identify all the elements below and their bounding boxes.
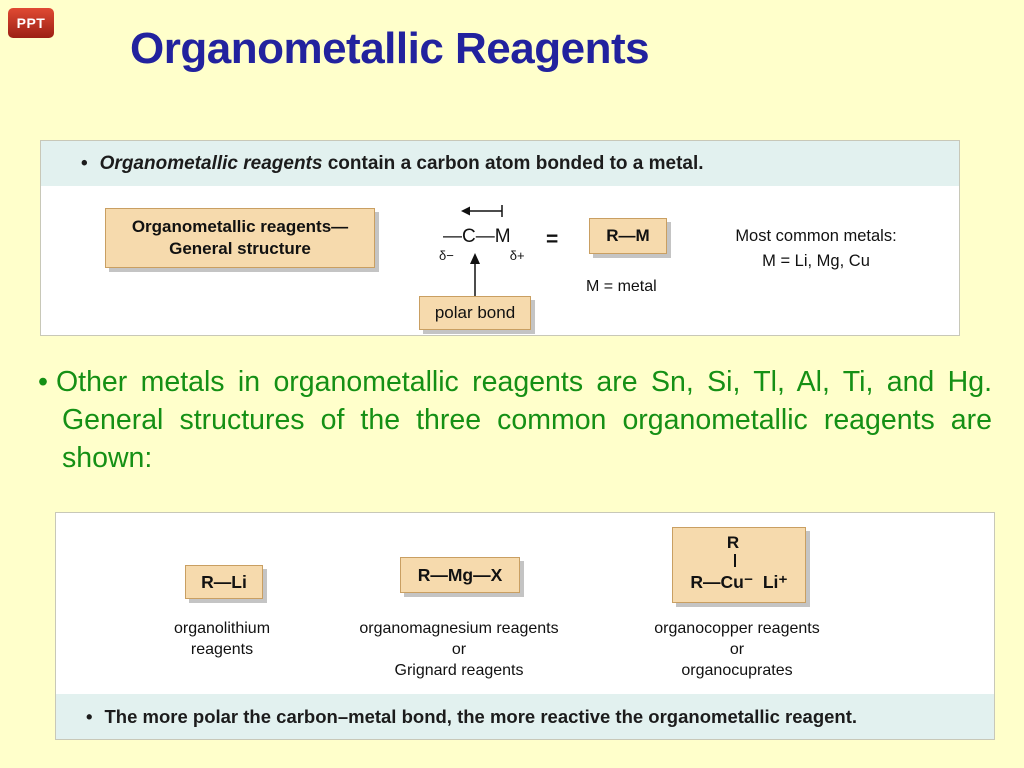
organolithium-formula-box: R—Li xyxy=(185,565,263,599)
bullet: • xyxy=(38,366,48,398)
organocopper-formula-box: R R—Cu⁻ Li⁺ xyxy=(672,527,806,603)
header-lead: Organometallic reagents xyxy=(99,152,323,174)
organolithium-caption: organolithium reagents xyxy=(173,620,271,659)
footer-text: The more polar the carbon–metal bond, th… xyxy=(104,705,858,727)
organocopper-formula: R—Cu⁻ Li⁺ xyxy=(690,572,788,592)
bullet: • xyxy=(81,152,88,174)
top-panel: • Organometallic reagents contain a carb… xyxy=(40,140,960,336)
top-panel-header: • Organometallic reagents contain a carb… xyxy=(41,141,959,186)
dipole-arrow-icon xyxy=(461,205,503,217)
organomagnesium-formula-box: R—Mg—X xyxy=(400,557,520,593)
delta-plus-label: δ+ xyxy=(509,248,525,263)
bottom-panel-footer: • The more polar the carbon–metal bond, … xyxy=(56,694,994,739)
polar-bond-box: polar bond xyxy=(419,296,531,330)
body-bullet-text: Other metals in organometallic reagents … xyxy=(55,366,992,474)
top-panel-body: Organometallic reagents— General structu… xyxy=(41,186,959,335)
bottom-panel: R—Li organolithium reagents R—Mg—X organ… xyxy=(55,512,995,740)
general-structure-line2: General structure xyxy=(169,239,311,259)
equals-sign: = xyxy=(546,228,559,251)
most-common-metals: Most common metals: M = Li, Mg, Cu xyxy=(696,224,936,274)
metals-line1: Most common metals: xyxy=(735,227,897,245)
organocopper-caption: organocopper reagents or organocuprates xyxy=(654,620,820,680)
m-equals-metal-label: M = metal xyxy=(586,278,657,295)
organocopper-r-group: R xyxy=(726,533,740,552)
organomagnesium-caption: organomagnesium reagents or Grignard rea… xyxy=(359,620,559,680)
up-arrow-icon xyxy=(470,253,480,296)
general-structure-line1: Organometallic reagents— xyxy=(131,217,349,236)
rm-formula-box: R—M xyxy=(589,218,667,254)
body-bullet-paragraph: •Other metals in organometallic reagents… xyxy=(30,364,992,478)
page-title: Organometallic Reagents xyxy=(130,24,650,73)
delta-minus-label: δ− xyxy=(439,248,454,263)
header-rest: contain a carbon atom bonded to a metal. xyxy=(322,152,704,174)
ppt-logo-text: PPT xyxy=(16,15,46,31)
header-text: Organometallic reagents contain a carbon… xyxy=(100,153,704,175)
vertical-bond-line xyxy=(734,554,736,567)
ppt-logo: PPT xyxy=(8,8,54,38)
carbon-metal-structure: —C—M δ− δ+ xyxy=(439,226,525,263)
metals-line2: M = Li, Mg, Cu xyxy=(762,251,870,270)
cm-formula: —C—M xyxy=(443,226,511,247)
general-structure-box: Organometallic reagents— General structu… xyxy=(105,208,375,269)
bullet: • xyxy=(86,705,93,727)
